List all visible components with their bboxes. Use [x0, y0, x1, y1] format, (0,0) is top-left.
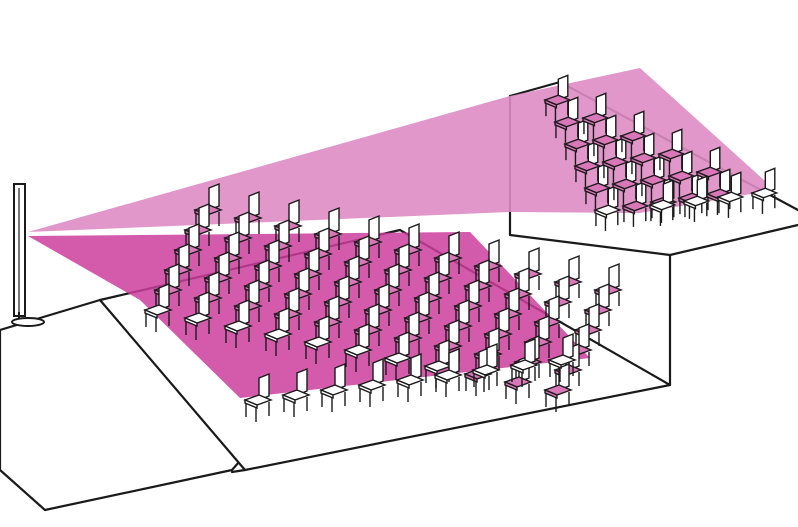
chair — [716, 171, 745, 218]
chair — [471, 342, 501, 392]
chair — [143, 282, 173, 332]
chair — [547, 332, 577, 382]
chair — [543, 362, 573, 412]
chair — [183, 290, 213, 340]
balcony-seating-area — [543, 74, 779, 231]
chair — [601, 136, 630, 183]
chair — [319, 362, 349, 412]
chair — [573, 140, 602, 187]
chair — [581, 92, 610, 139]
chair — [395, 352, 425, 402]
chair — [303, 314, 333, 364]
chair — [357, 357, 387, 407]
chair — [591, 114, 620, 161]
chair — [639, 154, 668, 201]
balcony-top-edge — [668, 223, 798, 257]
chair — [281, 367, 311, 417]
chair — [629, 132, 658, 179]
chair — [543, 74, 572, 121]
chair — [619, 110, 648, 157]
chair — [553, 96, 582, 143]
chair — [343, 322, 373, 372]
chair — [648, 179, 677, 226]
chair — [223, 298, 253, 348]
column-loudspeaker-icon — [11, 183, 45, 327]
chair — [433, 347, 463, 397]
chair — [682, 175, 711, 222]
chair — [695, 146, 724, 193]
lower-seating-area — [143, 182, 623, 422]
chair — [750, 167, 779, 214]
chair — [243, 372, 273, 422]
chair — [657, 128, 686, 175]
chair — [509, 337, 539, 387]
chair — [593, 184, 622, 231]
chair — [263, 306, 293, 356]
chair — [383, 330, 413, 380]
chair — [621, 180, 650, 227]
